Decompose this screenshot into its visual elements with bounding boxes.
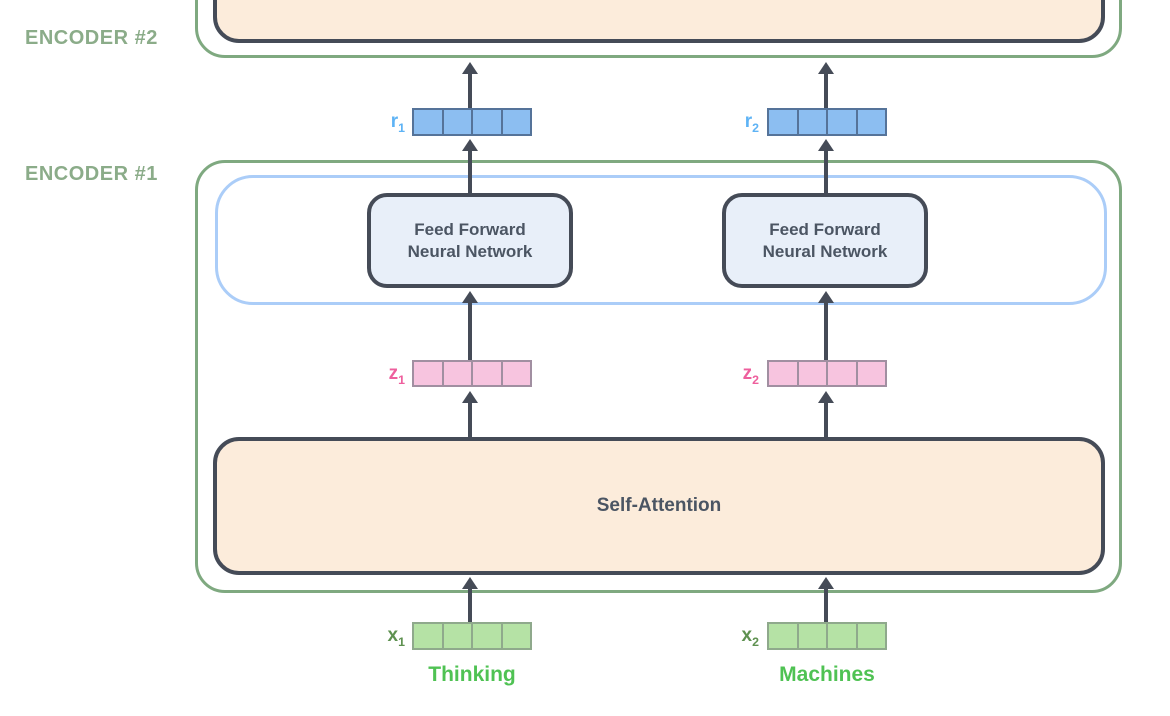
encoder1-label: ENCODER #1: [25, 163, 158, 185]
ffnn2-line2: Neural Network: [762, 241, 888, 261]
x2-label-sub: 2: [752, 634, 759, 649]
r2-label-base: r: [744, 111, 753, 132]
z1-label: z1: [345, 360, 405, 394]
vector-cell: [444, 624, 473, 648]
x1-label-base: x: [387, 625, 399, 646]
vector-cell: [414, 362, 444, 385]
vector-r1: [412, 108, 532, 136]
arrow-ffnn1-to-r1: [468, 151, 472, 193]
vector-cell: [828, 110, 858, 134]
r1-label-sub: 1: [398, 120, 405, 135]
ffnn2-line1: Feed Forward: [769, 219, 881, 239]
vector-cell: [769, 110, 799, 134]
vector-cell: [828, 624, 858, 648]
vector-cell: [473, 110, 503, 134]
vector-cell: [799, 110, 828, 134]
arrow-r1-to-encoder2: [468, 74, 472, 108]
vector-cell: [858, 110, 886, 134]
x1-label: x1: [345, 622, 405, 656]
vector-cell: [444, 362, 473, 385]
x2-label: x2: [699, 622, 759, 656]
token-thinking: Thinking: [428, 663, 516, 686]
vector-cell: [503, 110, 531, 134]
r1-label-base: r: [390, 111, 399, 132]
vector-cell: [444, 110, 473, 134]
ffnn1-line1: Feed Forward: [414, 219, 526, 239]
vector-cell: [503, 362, 531, 385]
token-machines: Machines: [779, 663, 875, 686]
self-attention-label: Self-Attention: [596, 495, 722, 516]
vector-z1: [412, 360, 532, 387]
self-attention-box: Self-Attention: [213, 437, 1105, 575]
z1-label-sub: 1: [398, 372, 405, 387]
arrow-z2-to-ffnn2: [824, 303, 828, 361]
vector-cell: [769, 362, 799, 385]
z2-label: z2: [699, 360, 759, 394]
encoder1-box: [195, 160, 1122, 593]
arrow-selfattention-to-z1: [468, 403, 472, 437]
encoder2-box: [195, 0, 1122, 58]
vector-cell: [858, 362, 886, 385]
vector-cell: [473, 362, 503, 385]
arrow-z1-to-ffnn1: [468, 303, 472, 361]
vector-cell: [769, 624, 799, 648]
arrow-selfattention-to-z2: [824, 403, 828, 437]
vector-cell: [799, 624, 828, 648]
ffnn-box-2: Feed Forward Neural Network: [722, 193, 928, 288]
vector-cell: [414, 110, 444, 134]
encoder2-label: ENCODER #2: [25, 27, 158, 49]
arrow-x2-to-selfattention: [824, 589, 828, 622]
x2-label-base: x: [741, 625, 753, 646]
ffnn-box-1: Feed Forward Neural Network: [367, 193, 573, 288]
vector-cell: [828, 362, 858, 385]
z1-label-base: z: [388, 363, 399, 384]
vector-cell: [414, 624, 444, 648]
z2-label-base: z: [742, 363, 753, 384]
r2-label-sub: 2: [752, 120, 759, 135]
vector-cell: [858, 624, 886, 648]
arrow-ffnn2-to-r2: [824, 151, 828, 193]
z2-label-sub: 2: [752, 372, 759, 387]
vector-cell: [473, 624, 503, 648]
arrow-x1-to-selfattention: [468, 589, 472, 622]
arrow-r2-to-encoder2: [824, 74, 828, 108]
r2-label: r2: [699, 108, 759, 142]
vector-cell: [503, 624, 531, 648]
feed-forward-layer-outline: [215, 175, 1107, 305]
vector-x2: [767, 622, 887, 650]
ffnn1-line2: Neural Network: [407, 241, 533, 261]
vector-cell: [799, 362, 828, 385]
vector-x1: [412, 622, 532, 650]
vector-z2: [767, 360, 887, 387]
r1-label: r1: [345, 108, 405, 142]
vector-r2: [767, 108, 887, 136]
encoder2-self-attention-box-partial: [213, 0, 1105, 43]
x1-label-sub: 1: [398, 634, 405, 649]
